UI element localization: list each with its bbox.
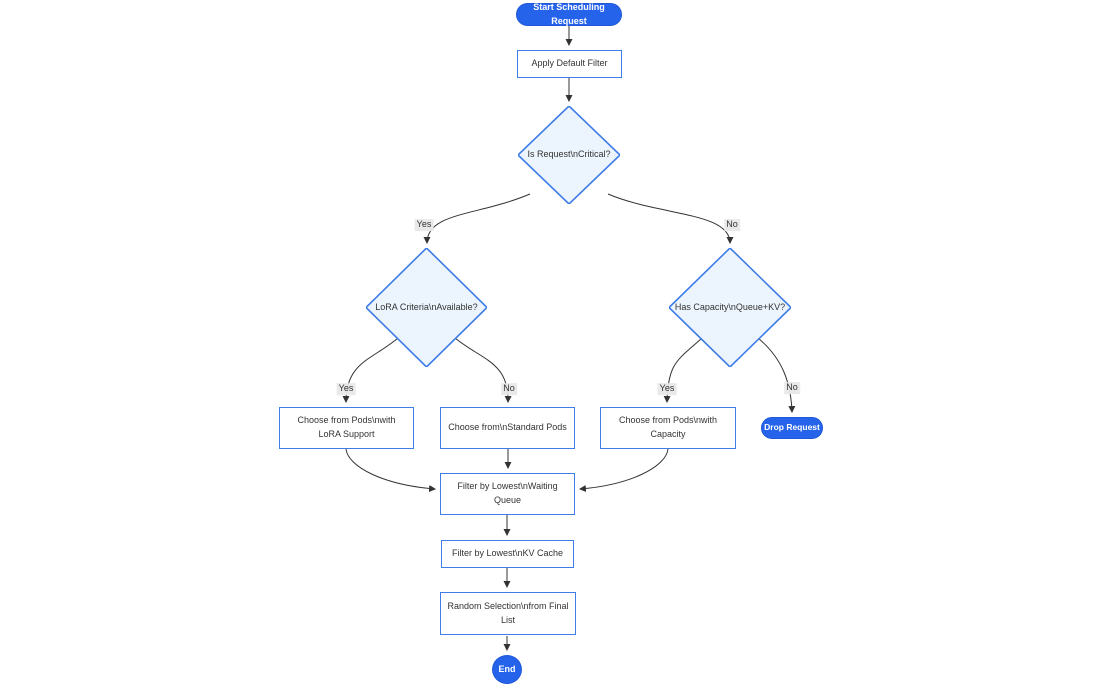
filter-waiting-queue-label: Filter by Lowest\nWaiting Queue xyxy=(457,481,558,505)
edge-label-critical-no: No xyxy=(724,219,740,231)
apply-default-filter-label: Apply Default Filter xyxy=(531,58,608,69)
edge-label-lora-no: No xyxy=(501,383,517,395)
random-selection-label: Random Selection\nfrom Final List xyxy=(447,600,569,625)
random-selection-node: Random Selection\nfrom Final List xyxy=(440,592,576,635)
start-node: Start Scheduling Request xyxy=(516,1,622,26)
choose-standard-pods-node: Choose from\nStandard Pods xyxy=(440,407,575,449)
diamond-shape xyxy=(518,106,620,204)
diamond-shape xyxy=(669,248,791,367)
edge-capacity-to-drop xyxy=(757,337,796,414)
choose-capacity-pods-label: Choose from Pods\nwith Capacity xyxy=(618,415,718,439)
edge-label-lora-yes: Yes xyxy=(336,383,356,395)
edge-label-capacity-yes: Yes xyxy=(657,383,677,395)
filter-kv-cache-node: Filter by Lowest\nKV Cache xyxy=(441,540,574,568)
start-node-label: Start Scheduling Request xyxy=(533,1,605,26)
edge-choose-lora-to-filter-queue xyxy=(345,448,437,493)
choose-lora-pods-label: Choose from Pods\nwith LoRA Support xyxy=(297,415,396,439)
end-node-label: End xyxy=(498,663,516,674)
diamond-shape xyxy=(366,248,487,367)
apply-default-filter-node: Apply Default Filter xyxy=(517,50,622,78)
edge-critical-to-capacity xyxy=(607,193,734,245)
has-capacity-decision: Has Capacity\nQueue+KV? xyxy=(669,248,791,367)
lora-criteria-label: LoRA Criteria\nAvailable? xyxy=(375,301,478,312)
edge-label-critical-yes: Yes xyxy=(414,219,434,231)
has-capacity-label: Has Capacity\nQueue+KV? xyxy=(674,301,786,312)
lora-criteria-decision: LoRA Criteria\nAvailable? xyxy=(366,248,487,367)
choose-standard-pods-label: Choose from\nStandard Pods xyxy=(448,422,567,433)
drop-request-node: Drop Request xyxy=(761,417,823,439)
filter-kv-cache-label: Filter by Lowest\nKV Cache xyxy=(451,548,564,559)
filter-waiting-queue-node: Filter by Lowest\nWaiting Queue xyxy=(440,473,575,515)
drop-request-label: Drop Request xyxy=(764,422,820,433)
choose-capacity-pods-node: Choose from Pods\nwith Capacity xyxy=(600,407,736,449)
is-request-critical-decision: Is Request\nCritical? xyxy=(518,106,620,204)
is-request-critical-label: Is Request\nCritical? xyxy=(527,149,611,160)
end-node: End xyxy=(492,655,522,684)
edge-choose-capacity-to-filter-queue xyxy=(578,448,669,493)
edge-label-capacity-no: No xyxy=(784,382,800,394)
edge-critical-to-lora xyxy=(423,193,531,245)
choose-lora-pods-node: Choose from Pods\nwith LoRA Support xyxy=(279,407,414,449)
